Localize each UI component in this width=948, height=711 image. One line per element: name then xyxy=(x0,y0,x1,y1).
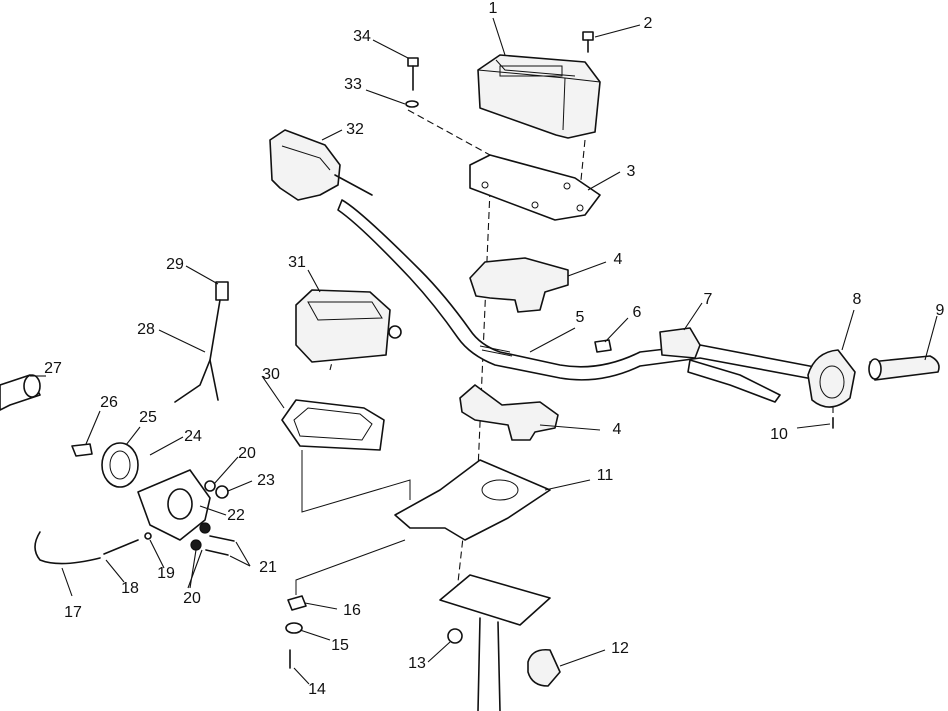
part-33-washer xyxy=(405,100,419,108)
part-26-screw xyxy=(71,443,93,457)
part-24-plate xyxy=(137,469,211,541)
callout-24: 24 xyxy=(184,428,202,445)
part-16-clip xyxy=(287,595,307,611)
callout-2: 2 xyxy=(643,15,653,32)
part-17-cable xyxy=(34,531,101,565)
part-25-ring xyxy=(101,442,139,488)
part-12-clamp xyxy=(527,648,561,687)
part-21-bolts xyxy=(205,535,235,556)
callout-23: 23 xyxy=(257,472,275,489)
callout-17: 17 xyxy=(64,604,82,621)
part-steering-post xyxy=(439,574,551,711)
callout-33: 33 xyxy=(344,76,362,93)
part-3-bracket-plate xyxy=(469,154,601,221)
part-23-nut xyxy=(215,485,229,499)
callout-20-lower: 20 xyxy=(183,590,201,607)
callout-14: 14 xyxy=(308,681,326,698)
callout-18: 18 xyxy=(121,580,139,597)
callout-34: 34 xyxy=(353,28,371,45)
part-34-bolt xyxy=(407,57,419,91)
part-28-wiring xyxy=(174,299,221,403)
part-20-nuts xyxy=(190,480,216,551)
part-32-switch-housing xyxy=(269,129,373,201)
part-4-clamp-lower xyxy=(459,384,559,441)
callout-12: 12 xyxy=(611,640,629,657)
callout-31: 31 xyxy=(288,254,306,271)
callout-9: 9 xyxy=(935,302,945,319)
callout-10: 10 xyxy=(770,426,788,443)
callout-29: 29 xyxy=(166,256,184,273)
callout-1: 1 xyxy=(488,0,498,17)
callout-25: 25 xyxy=(139,409,157,426)
callout-8: 8 xyxy=(852,291,862,308)
part-4-clamp-upper xyxy=(469,257,569,313)
callout-13: 13 xyxy=(408,655,426,672)
callout-19: 19 xyxy=(157,565,175,582)
part-30-mount xyxy=(281,399,385,451)
part-6-grommet xyxy=(594,339,612,353)
part-2-screw xyxy=(582,31,594,53)
callout-20-upper: 20 xyxy=(238,445,256,462)
part-11-bracket xyxy=(394,459,551,541)
part-15-retainer xyxy=(285,622,303,634)
callout-26: 26 xyxy=(100,394,118,411)
callout-27: 27 xyxy=(44,360,62,377)
leader-lines xyxy=(30,17,938,685)
part-8-throttle-housing xyxy=(807,349,856,408)
part-5-handlebar xyxy=(337,199,821,381)
callout-30: 30 xyxy=(262,366,280,383)
part-7-brake-lever xyxy=(659,327,781,403)
callout-15: 15 xyxy=(331,637,349,654)
part-31-speedometer xyxy=(295,289,402,363)
part-1-cover xyxy=(477,54,601,139)
callout-16: 16 xyxy=(343,602,361,619)
callout-28: 28 xyxy=(137,321,155,338)
callout-3: 3 xyxy=(626,163,636,180)
callout-22: 22 xyxy=(227,507,245,524)
part-27-roller xyxy=(0,374,41,411)
callout-7: 7 xyxy=(703,291,713,308)
part-9-grip xyxy=(868,355,940,381)
callout-6: 6 xyxy=(632,304,642,321)
callout-5: 5 xyxy=(575,309,585,326)
part-18-screw xyxy=(103,539,139,555)
callout-4-upper: 4 xyxy=(613,251,623,268)
part-29-cable-end xyxy=(215,281,229,301)
callout-11: 11 xyxy=(596,467,614,484)
callout-4-lower: 4 xyxy=(612,421,622,438)
callout-21: 21 xyxy=(259,559,277,576)
part-13-nut xyxy=(447,628,463,644)
part-19-washer xyxy=(144,532,152,540)
callout-32: 32 xyxy=(346,121,364,138)
